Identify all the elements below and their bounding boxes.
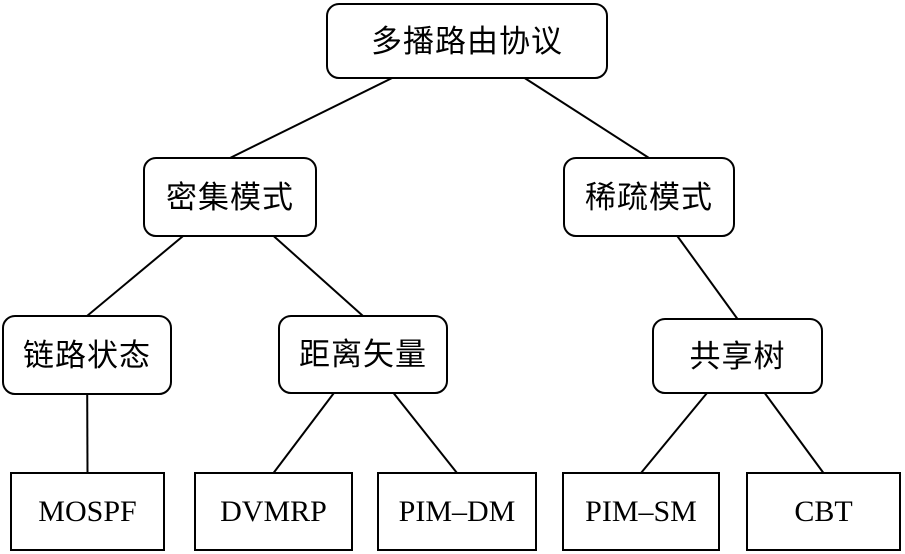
node-shared-tree: 共享树 bbox=[652, 318, 823, 394]
node-distance-vector: 距离矢量 bbox=[278, 315, 448, 394]
node-label: MOSPF bbox=[38, 494, 137, 528]
node-pim-dm: PIM–DM bbox=[377, 472, 537, 551]
node-dvmrp: DVMRP bbox=[194, 472, 353, 551]
node-label: 密集模式 bbox=[166, 179, 294, 215]
node-label: DVMRP bbox=[220, 494, 327, 528]
node-mospf: MOSPF bbox=[10, 472, 165, 551]
node-multicast-routing-protocol: 多播路由协议 bbox=[326, 3, 608, 79]
node-link-state: 链路状态 bbox=[2, 315, 172, 395]
node-label: 共享树 bbox=[689, 338, 786, 374]
node-pim-sm: PIM–SM bbox=[562, 472, 720, 551]
node-label: CBT bbox=[794, 494, 853, 528]
node-dense-mode: 密集模式 bbox=[143, 157, 317, 237]
node-label: PIM–DM bbox=[398, 494, 516, 528]
node-cbt: CBT bbox=[746, 472, 901, 551]
node-label: PIM–SM bbox=[585, 494, 697, 528]
node-label: 链路状态 bbox=[23, 337, 151, 373]
node-label: 距离矢量 bbox=[299, 337, 427, 372]
node-label: 多播路由协议 bbox=[371, 23, 563, 59]
node-label: 稀疏模式 bbox=[585, 179, 713, 215]
node-sparse-mode: 稀疏模式 bbox=[563, 157, 735, 237]
